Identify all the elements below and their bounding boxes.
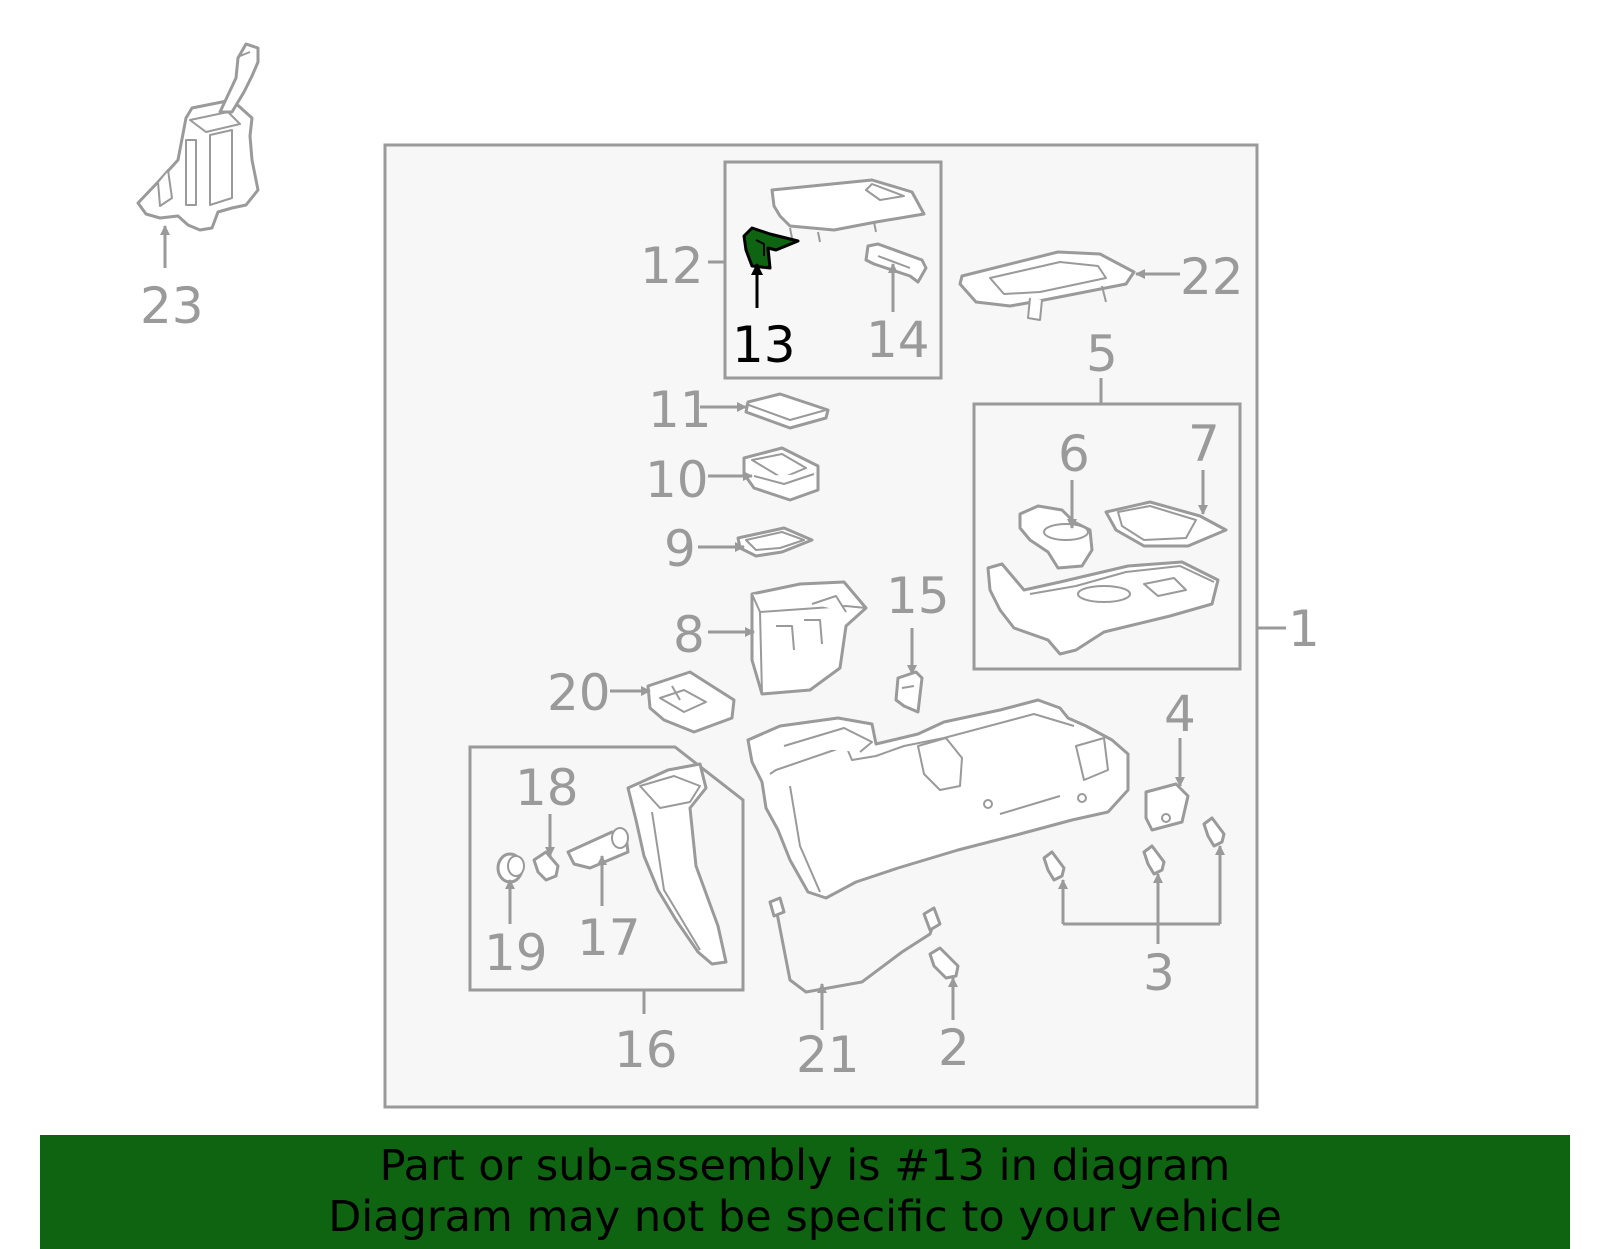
callout-8: 8 [673, 606, 705, 664]
callout-13[interactable]: 13 [732, 316, 796, 374]
callout-19: 19 [484, 924, 548, 982]
callout-1: 1 [1288, 600, 1320, 658]
banner-line-disclaimer: Diagram may not be specific to your vehi… [328, 1192, 1282, 1242]
callout-23: 23 [140, 277, 204, 335]
callout-20: 20 [547, 664, 611, 722]
info-banner: Part or sub-assembly is #13 in diagram D… [40, 1135, 1570, 1249]
parts-diagram: 23 12 13 14 22 5 6 7 11 10 9 8 20 15 1 4… [136, 42, 1320, 1109]
callout-17: 17 [577, 909, 641, 967]
bolt-part-2 [928, 946, 960, 980]
callout-2: 2 [938, 1019, 970, 1077]
wire-harness-part-21 [768, 896, 942, 994]
callout-15: 15 [886, 567, 950, 625]
highlighted-clip-part-13 [742, 226, 800, 270]
tray-part-10 [742, 446, 820, 502]
callout-22: 22 [1180, 248, 1244, 306]
shift-lever-assembly-part [136, 42, 260, 232]
trim-panel-part-16 [626, 762, 728, 966]
callout-7: 7 [1188, 415, 1220, 473]
mat-part-7 [1104, 500, 1228, 548]
shifter-bezel-part-20 [646, 670, 736, 734]
callout-14: 14 [866, 311, 930, 369]
mat-part-9 [736, 526, 814, 558]
console-body-part-1 [746, 698, 1130, 900]
socket-part-17 [566, 827, 630, 870]
trim-bezel-part-22 [958, 250, 1136, 321]
cup-holder-base-part-5 [986, 560, 1220, 656]
subassembly-box-12 [723, 160, 943, 380]
callout-11: 11 [648, 381, 712, 439]
subassembly-box-5 [972, 402, 1242, 671]
callout-21: 21 [796, 1026, 860, 1084]
subassembly-box-16 [468, 745, 745, 992]
callout-4: 4 [1164, 685, 1196, 743]
callout-12: 12 [640, 237, 704, 295]
storage-box-part-8 [750, 580, 868, 696]
plate-part-4 [1144, 782, 1190, 832]
callout-18: 18 [515, 759, 579, 817]
banner-line-part-number: Part or sub-assembly is #13 in diagram [379, 1141, 1231, 1191]
callout-16: 16 [614, 1021, 678, 1079]
cup-holder-part-6 [1018, 504, 1094, 570]
knob-part-19 [496, 852, 525, 884]
callout-10: 10 [645, 451, 709, 509]
callout-5: 5 [1086, 325, 1118, 383]
console-upper-cover-part [770, 178, 926, 243]
pad-part-11 [744, 392, 830, 430]
callout-3: 3 [1143, 944, 1175, 1002]
screws-part-3 [1042, 816, 1226, 882]
callout-9: 9 [664, 520, 696, 578]
callout-6: 6 [1058, 425, 1090, 483]
